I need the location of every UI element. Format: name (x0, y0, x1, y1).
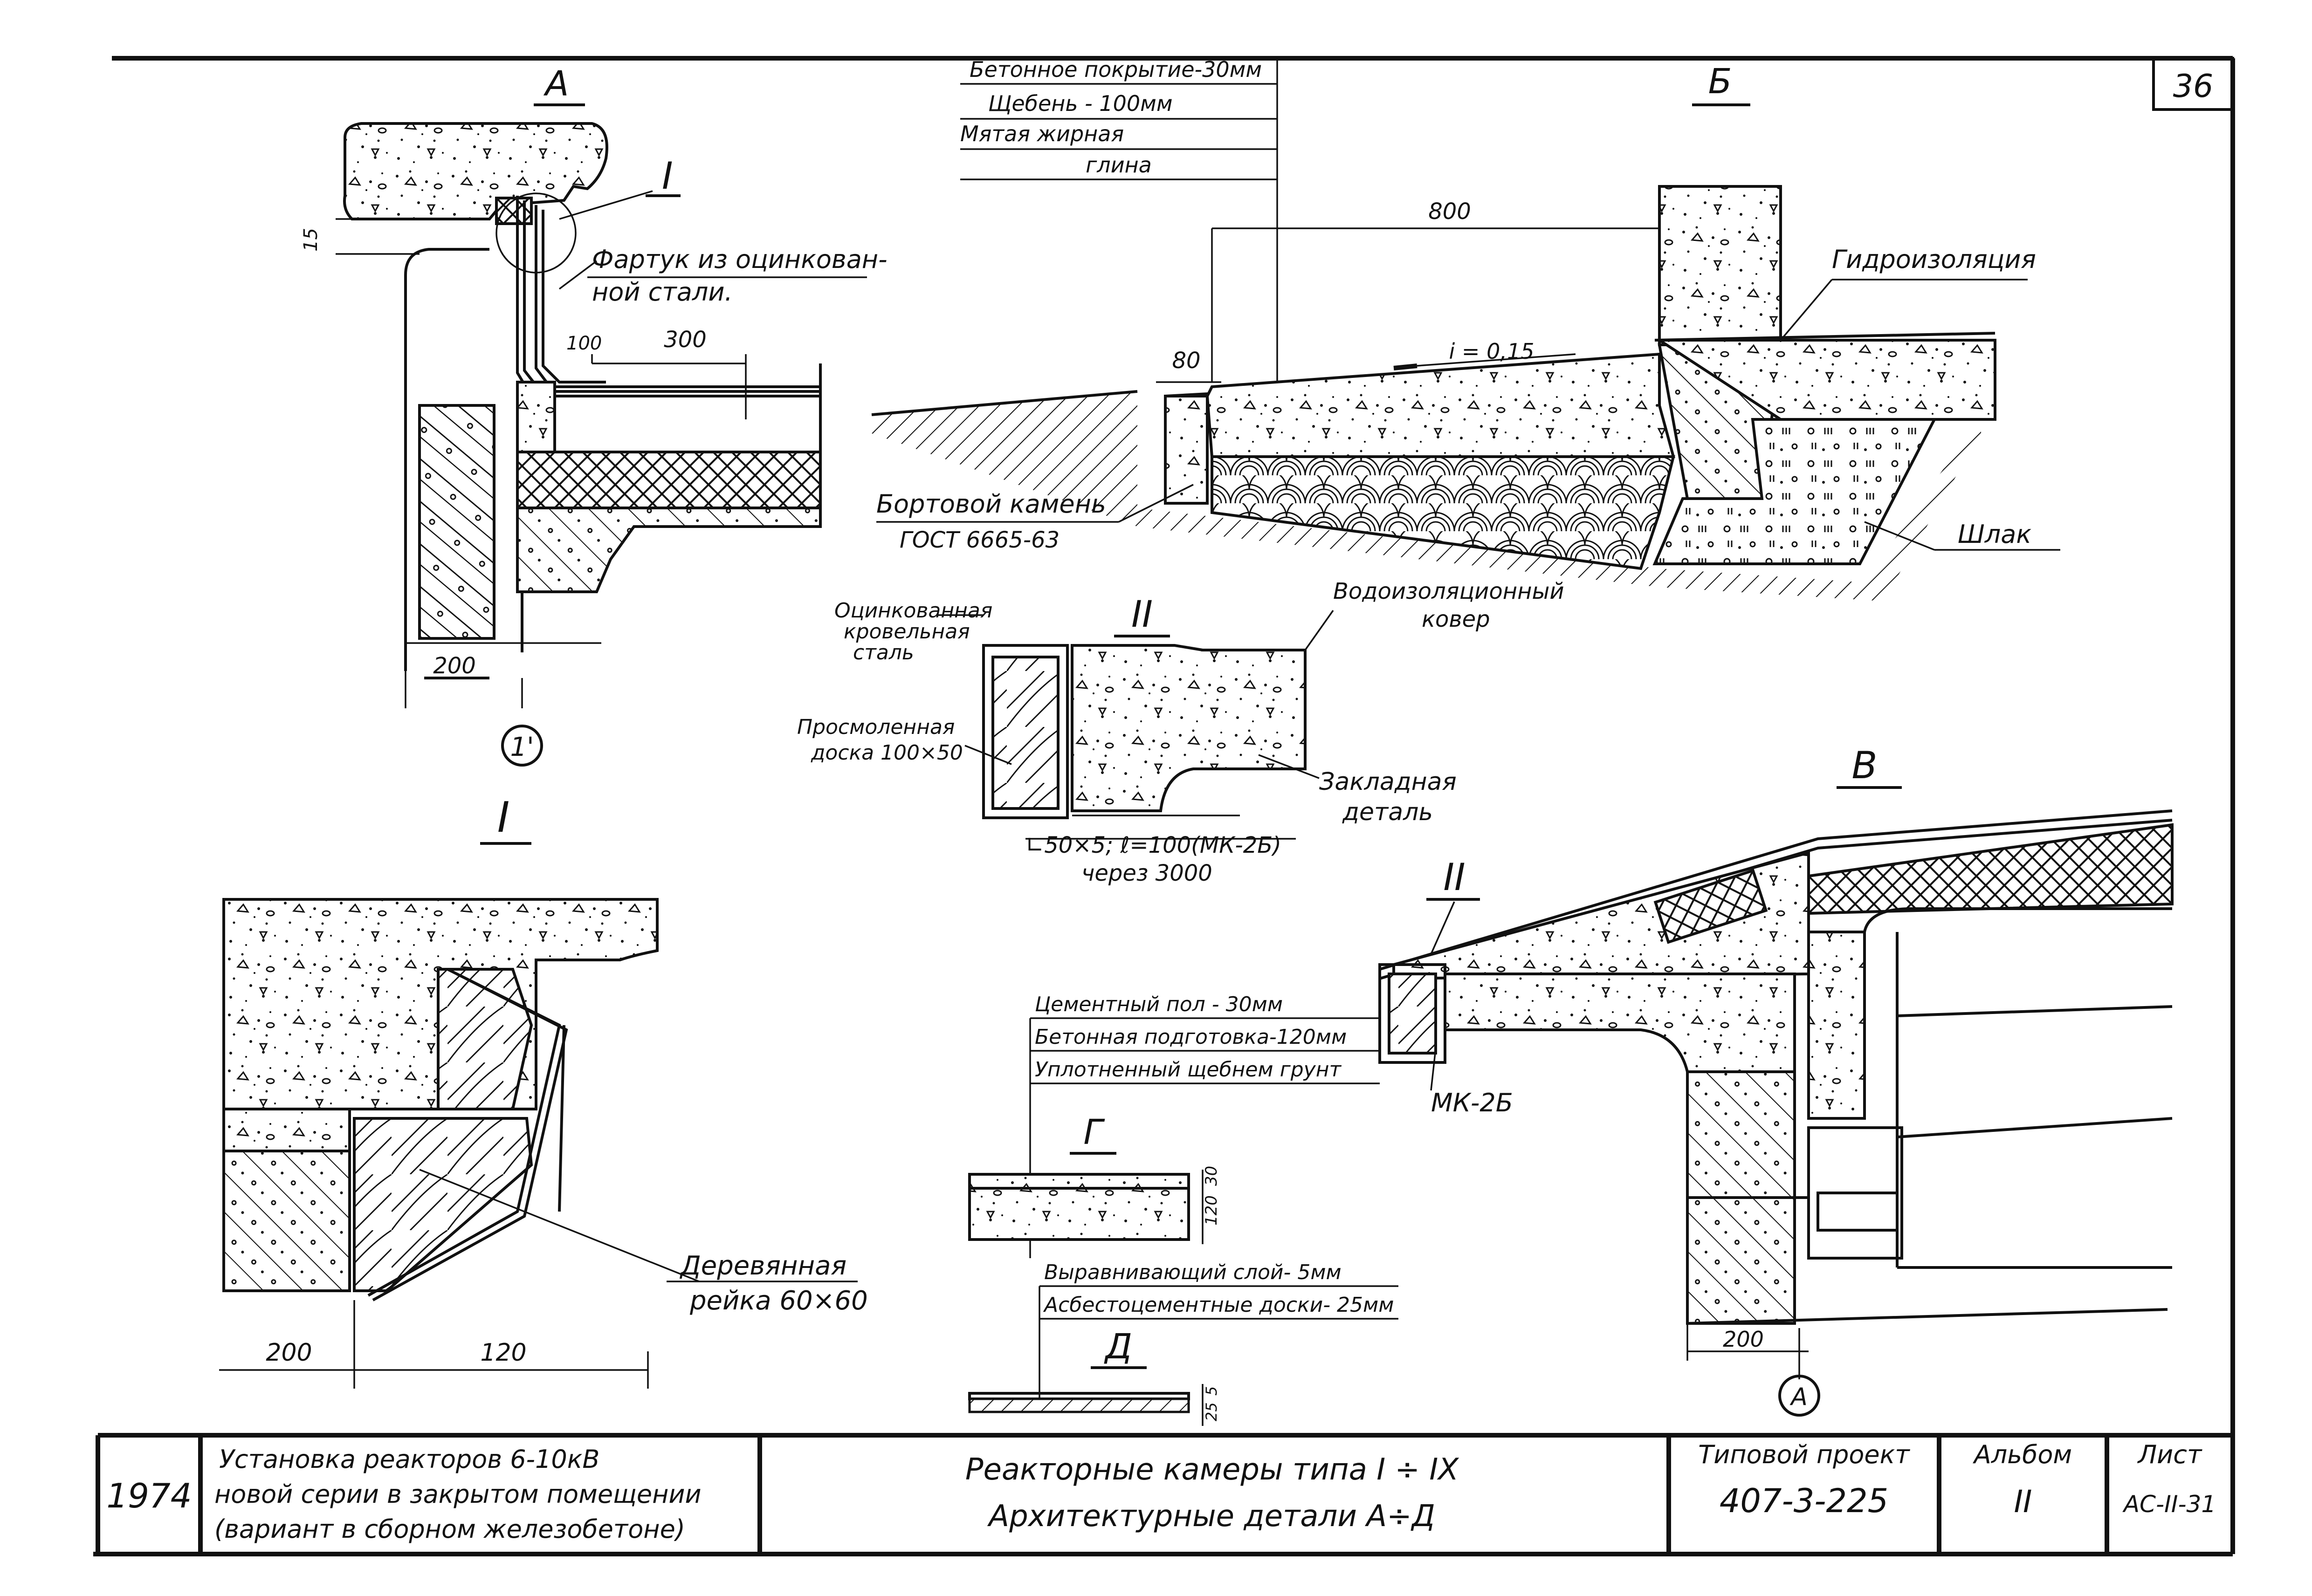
layer-B-1: Бетонное покрытие-30мм (970, 57, 1262, 82)
axis-A-bubble (1778, 1375, 1820, 1417)
detail-G-label: Г (1083, 1112, 1105, 1152)
description-line-2: новой серии в закрытом помещении (214, 1480, 702, 1509)
sheet-number: 36 (2173, 68, 2214, 105)
detail-D: Выравнивающий слой- 5мм Асбестоцементные… (968, 1260, 1398, 1426)
node-II-mark: II (1443, 856, 1465, 899)
curb-label: Бортовой камень (876, 489, 1106, 519)
carpet-label: Водоизоляционный ковер (1333, 578, 1571, 632)
sheet-value: АС-II-31 (2122, 1491, 2216, 1518)
sheet-label: Лист (2137, 1440, 2202, 1469)
detail-V-label: В (1852, 744, 1878, 787)
sheet-frame (93, 56, 2235, 1556)
dim-A-100: 100 (566, 333, 602, 354)
layer-D-2: Асбестоцементные доски- 25мм (1043, 1293, 1394, 1317)
detail-II-label: II (1131, 594, 1153, 636)
sheet-title-line-1: Реакторные камеры типа I ÷ IX (965, 1452, 1459, 1487)
dim-G-120: 120 (1202, 1195, 1221, 1226)
detail-A: А I 100 300 15 200 1' Фар (300, 64, 895, 767)
waterproofing-label: Гидроизоляция (1832, 245, 2036, 274)
dim-A-300: 300 (664, 327, 707, 353)
slope-label: i = 0,15 (1449, 339, 1534, 364)
layer-B-4: глина (1086, 152, 1152, 178)
layer-G-3: Уплотненный щебнем грунт (1035, 1058, 1342, 1082)
axis-A-label: А (1789, 1383, 1808, 1411)
flashing-callout: Фартук из оцинкован- ной стали. (592, 245, 895, 307)
node-A-bar (495, 197, 533, 225)
mk-label: МК-2Б (1431, 1088, 1513, 1117)
embedded-label: Закладная деталь (1319, 768, 1464, 826)
detail-G: Цементный пол - 30мм Бетонная подготовка… (968, 993, 1380, 1258)
dim-A-15: 15 (300, 228, 322, 252)
axis-1-bubble (501, 725, 543, 767)
project-number: 407-3-225 (1720, 1482, 1888, 1520)
detail-V: В II МК-2Б 200 А (1378, 744, 2174, 1417)
album-value: II (2014, 1484, 2032, 1520)
angle-label: ∟50×5; ℓ=100(МК-2Б) через 3000 (1025, 832, 1288, 886)
dim-I-120: 120 (480, 1339, 526, 1367)
dim-A-200: 200 (433, 653, 476, 679)
layers-B-leader: Бетонное покрытие-30мм Щебень - 100мм Мя… (960, 57, 1278, 466)
sheet-title-line-2: Архитектурные детали А÷Д (987, 1499, 1435, 1534)
year: 1974 (106, 1476, 192, 1515)
node-I-mark: I (662, 154, 673, 198)
layer-D-1: Выравнивающий слой- 5мм (1044, 1260, 1342, 1284)
project-label: Типовой проект (1698, 1440, 1910, 1469)
rail-label: Деревянная рейка 60×60 (679, 1251, 868, 1316)
description-line-3: (вариант в сборном железобетоне) (214, 1514, 685, 1544)
detail-D-label: Д (1104, 1327, 1132, 1367)
detail-I: I Деревянная рейка 60×60 200 120 (219, 793, 868, 1389)
layer-B-3: Мятая жирная (960, 121, 1124, 146)
dim-G-30: 30 (1202, 1166, 1221, 1186)
dim-B-80: 80 (1172, 348, 1200, 374)
dim-B-800: 800 (1428, 199, 1471, 225)
galvanized-label: Оцинкованная кровельная сталь (834, 599, 999, 664)
dim-V-200: 200 (1723, 1327, 1764, 1352)
curb-gost: ГОСТ 6665-63 (900, 527, 1060, 553)
detail-A-label: А (544, 64, 569, 104)
description-line-1: Установка реакторов 6-10кВ (219, 1445, 599, 1474)
dim-I-200: 200 (266, 1339, 312, 1367)
board-label: Просмоленная доска 100×50 (797, 715, 963, 765)
album-label: Альбом (1973, 1440, 2072, 1469)
layer-B-2: Щебень - 100мм (988, 91, 1173, 116)
layer-G-1: Цементный пол - 30мм (1035, 993, 1283, 1016)
dim-D-25: 25 (1203, 1402, 1220, 1421)
title-block (98, 1433, 2233, 1554)
dim-D-5: 5 (1203, 1386, 1220, 1396)
detail-B-label: Б (1708, 62, 1732, 102)
slag-label: Шлак (1958, 520, 2031, 549)
detail-II: II Оцинкованная кровельная сталь Просмол… (797, 578, 1571, 886)
axis-1-label: 1' (510, 732, 534, 762)
layer-G-2: Бетонная подготовка-120мм (1035, 1025, 1347, 1049)
detail-B: Б Бетонное покрытие-30мм Щебень - 100мм … (871, 57, 2060, 601)
detail-I-label: I (497, 793, 510, 842)
